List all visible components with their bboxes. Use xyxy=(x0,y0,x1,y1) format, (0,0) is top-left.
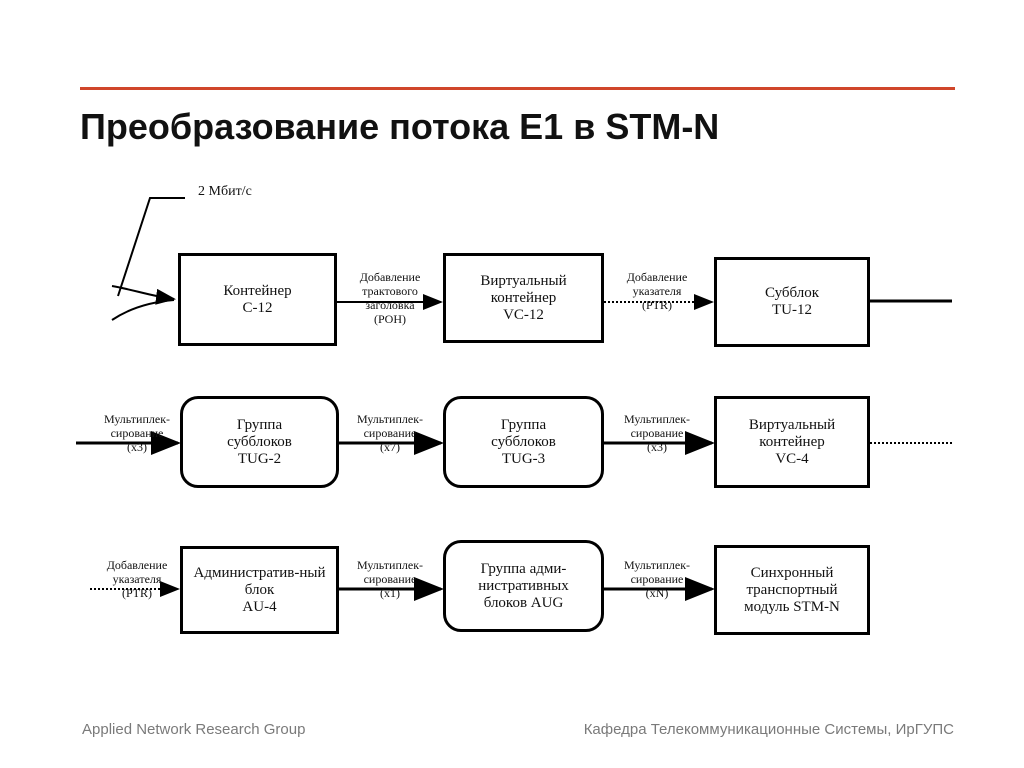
label-mux-x3-output: Мультиплек- сирование (x3) xyxy=(623,412,691,454)
label-add-ptr-row1: Добавление указателя (PTR) xyxy=(626,270,688,312)
box-administrative-unit-au4-text: Административ-ный блок AU-4 xyxy=(193,564,326,615)
box-virtual-container-vc4-text: Виртуальный контейнер VС-4 xyxy=(748,416,836,467)
box-administrative-unit-au4: Административ-ный блок AU-4 xyxy=(180,546,339,634)
label-add-ptr-row3: Добавление указателя (PTR) xyxy=(106,558,168,600)
label-mux-x1: Мультиплек- сирование (x1) xyxy=(356,558,424,600)
label-add-poh: Добавление трактового заголовка (POH) xyxy=(359,270,421,326)
box-container-c12-text: Контейнер С-12 xyxy=(223,282,292,316)
input-arrow-bottom xyxy=(111,299,175,321)
box-container-c12: Контейнер С-12 xyxy=(178,253,337,346)
box-group-aug-text: Группа адми- нистративных блоков AUG xyxy=(478,560,569,611)
box-stm-n-text: Синхронный транспортный модуль STM-N xyxy=(744,564,840,615)
page-title: Преобразование потока Е1 в STM-N xyxy=(80,106,720,147)
box-group-tug2: Группа субблоков TUG-2 xyxy=(180,396,339,488)
box-virtual-container-vc12-text: Виртуальный контейнер VС-12 xyxy=(480,272,567,323)
box-stm-n: Синхронный транспортный модуль STM-N xyxy=(714,545,870,635)
rate-leader-line xyxy=(117,197,185,297)
box-group-tug3-text: Группа субблоков TUG-3 xyxy=(491,416,556,467)
label-mux-xn: Мультиплек- сирование (xN) xyxy=(623,558,691,600)
label-mux-x3-input: Мультиплек- сирование (x3) xyxy=(103,412,171,454)
input-rate-label: 2 Мбит/с xyxy=(198,184,252,199)
box-tributary-unit-tu12: Субблок TU-12 xyxy=(714,257,870,347)
box-tributary-unit-tu12-text: Субблок TU-12 xyxy=(764,285,820,318)
box-group-tug2-text: Группа субблоков TUG-2 xyxy=(227,416,292,467)
box-virtual-container-vc4: Виртуальный контейнер VС-4 xyxy=(714,396,870,488)
footer-department: Кафедра Телекоммуникационные Системы, Ир… xyxy=(583,721,954,738)
input-arrow-top xyxy=(111,285,176,305)
box-group-tug3: Группа субблоков TUG-3 xyxy=(443,396,604,488)
label-mux-x7: Мультиплек- сирование (x7) xyxy=(356,412,424,454)
box-virtual-container-vc12: Виртуальный контейнер VС-12 xyxy=(443,253,604,343)
title-rule xyxy=(80,87,955,90)
footer-organization: Applied Network Research Group xyxy=(82,721,306,738)
box-group-aug: Группа адми- нистративных блоков AUG xyxy=(443,540,604,632)
